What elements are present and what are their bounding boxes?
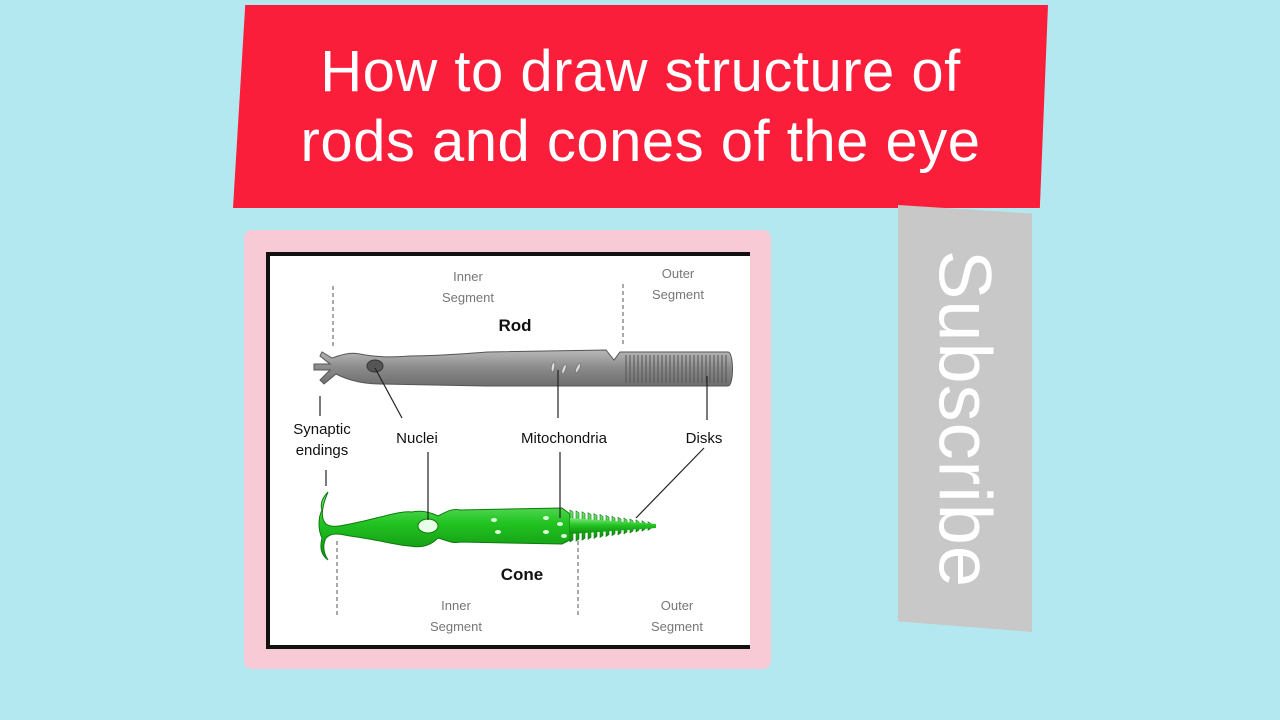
subscribe-card[interactable]: Subscribe [898, 205, 1032, 632]
mitochondria-label: Mitochondria [521, 430, 608, 447]
cone-disks [569, 509, 656, 543]
leader-nuclei-rod [374, 367, 403, 419]
synaptic-endings-line1: Synaptic [293, 421, 351, 438]
title-banner: How to draw structure of rods and cones … [233, 5, 1048, 208]
cone-outer-segment-base [570, 518, 656, 534]
rod-mitochondrion-1 [550, 361, 556, 373]
cone-nucleus [417, 518, 439, 534]
bottom-outer-segment-line2: Segment [651, 619, 703, 634]
bottom-outer-segment-line1: Outer [661, 598, 694, 613]
disks-label: Disks [686, 430, 723, 447]
rod-mitochondrion-3 [575, 363, 581, 373]
bottom-inner-segment-line2: Segment [430, 619, 482, 634]
top-inner-segment-line1: Inner [453, 269, 483, 284]
synaptic-endings-line2: endings [296, 442, 349, 459]
title-line-1: How to draw structure of [320, 38, 961, 104]
rod-cell [313, 349, 733, 387]
rod-disks [625, 355, 727, 383]
cone-mitochondrion-2 [495, 530, 501, 534]
subscribe-label: Subscribe [923, 249, 1007, 588]
bottom-inner-segment-line1: Inner [441, 598, 471, 613]
cone-mitochondrion-1 [491, 518, 497, 522]
rod-cone-diagram: Inner Segment Outer Segment Inner Segmen… [266, 252, 750, 649]
rod-mitochondrion-2 [561, 363, 567, 375]
top-outer-segment-line1: Outer [662, 266, 695, 281]
rod-body [313, 349, 733, 387]
cone-mitochondrion-5 [543, 530, 549, 534]
cone-mitochondrion-3 [543, 516, 549, 520]
cone-mitochondrion-6 [561, 534, 567, 538]
title-line-2: rods and cones of the eye [300, 108, 981, 174]
cone-cell [318, 491, 656, 561]
cone-mitochondrion-4 [557, 522, 563, 526]
top-inner-segment-line2: Segment [442, 290, 494, 305]
rod-label: Rod [498, 316, 531, 335]
nuclei-label: Nuclei [396, 430, 438, 447]
top-outer-segment-line2: Segment [652, 287, 704, 302]
leader-disks-cone [635, 447, 705, 519]
cone-label: Cone [501, 565, 544, 584]
diagram-svg: Inner Segment Outer Segment Inner Segmen… [293, 266, 733, 634]
rod-nucleus [366, 359, 384, 373]
cone-body [318, 491, 571, 561]
